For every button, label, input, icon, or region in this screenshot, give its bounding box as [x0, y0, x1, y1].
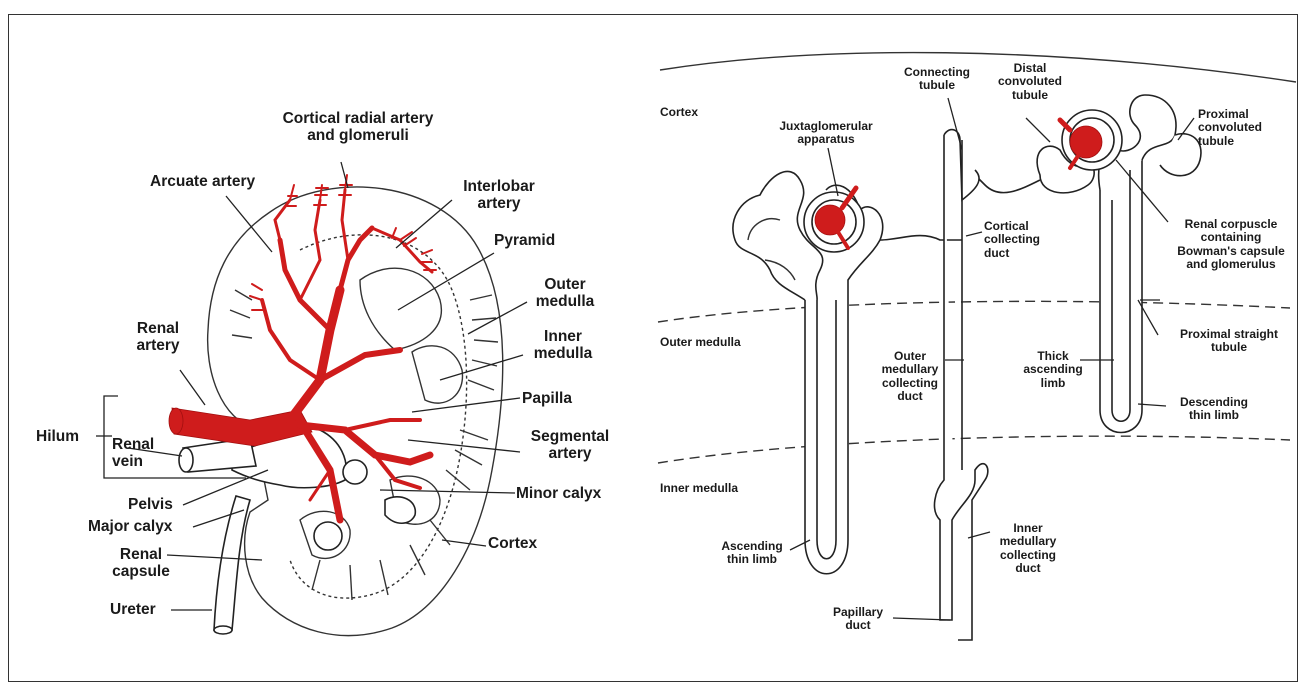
- label-connecting-tubule: Connecting tubule: [892, 66, 982, 93]
- label-distal-convoluted-tubule: Distal convoluted tubule: [990, 62, 1070, 102]
- label-zone-inner-medulla: Inner medulla: [660, 482, 738, 495]
- label-outer-medulla: Outer medulla: [525, 276, 605, 311]
- label-segmental-artery: Segmental artery: [520, 428, 620, 463]
- label-zone-outer-medulla: Outer medulla: [660, 336, 741, 349]
- label-renal-corpuscle: Renal corpuscle containing Bowman's caps…: [1164, 218, 1298, 272]
- label-juxtaglomerular-apparatus: Juxtaglomerular apparatus: [766, 120, 886, 147]
- label-minor-calyx: Minor calyx: [516, 485, 601, 502]
- label-papillary-duct: Papillary duct: [820, 606, 896, 633]
- label-thick-ascending-limb: Thick ascending limb: [1018, 350, 1088, 390]
- label-inner-medullary-collecting-duct: Inner medullary collecting duct: [988, 522, 1068, 576]
- label-major-calyx: Major calyx: [88, 518, 172, 535]
- label-pyramid: Pyramid: [494, 232, 555, 249]
- label-papilla: Papilla: [522, 390, 572, 407]
- outer-inner-medulla-boundary: [658, 436, 1290, 463]
- label-descending-thin-limb: Descending thin limb: [1164, 396, 1264, 423]
- label-arcuate-artery: Arcuate artery: [150, 173, 255, 190]
- cortex-medulla-boundary: [658, 301, 1290, 322]
- label-cortical-collecting-duct: Cortical collecting duct: [984, 220, 1040, 260]
- label-cortical-radial-artery: Cortical radial artery and glomeruli: [262, 110, 454, 145]
- label-renal-vein: Renal vein: [112, 436, 154, 471]
- label-hilum: Hilum: [36, 428, 79, 445]
- label-inner-medulla: Inner medulla: [523, 328, 603, 363]
- label-zone-cortex: Cortex: [660, 106, 698, 119]
- label-proximal-convoluted-tubule: Proximal convoluted tubule: [1198, 108, 1262, 148]
- label-ureter: Ureter: [110, 601, 156, 618]
- label-pelvis: Pelvis: [128, 496, 173, 513]
- label-renal-artery: Renal artery: [124, 320, 192, 355]
- kidney-outline: [208, 187, 503, 636]
- label-proximal-straight-tubule: Proximal straight tubule: [1162, 328, 1296, 355]
- label-renal-capsule: Renal capsule: [106, 546, 176, 581]
- label-interlobar-artery: Interlobar artery: [444, 178, 554, 213]
- ureter-shape: [214, 496, 250, 630]
- label-cortex-kidney: Cortex: [488, 535, 537, 552]
- label-ascending-thin-limb: Ascending thin limb: [712, 540, 792, 567]
- label-outer-medullary-collecting-duct: Outer medullary collecting duct: [870, 350, 950, 404]
